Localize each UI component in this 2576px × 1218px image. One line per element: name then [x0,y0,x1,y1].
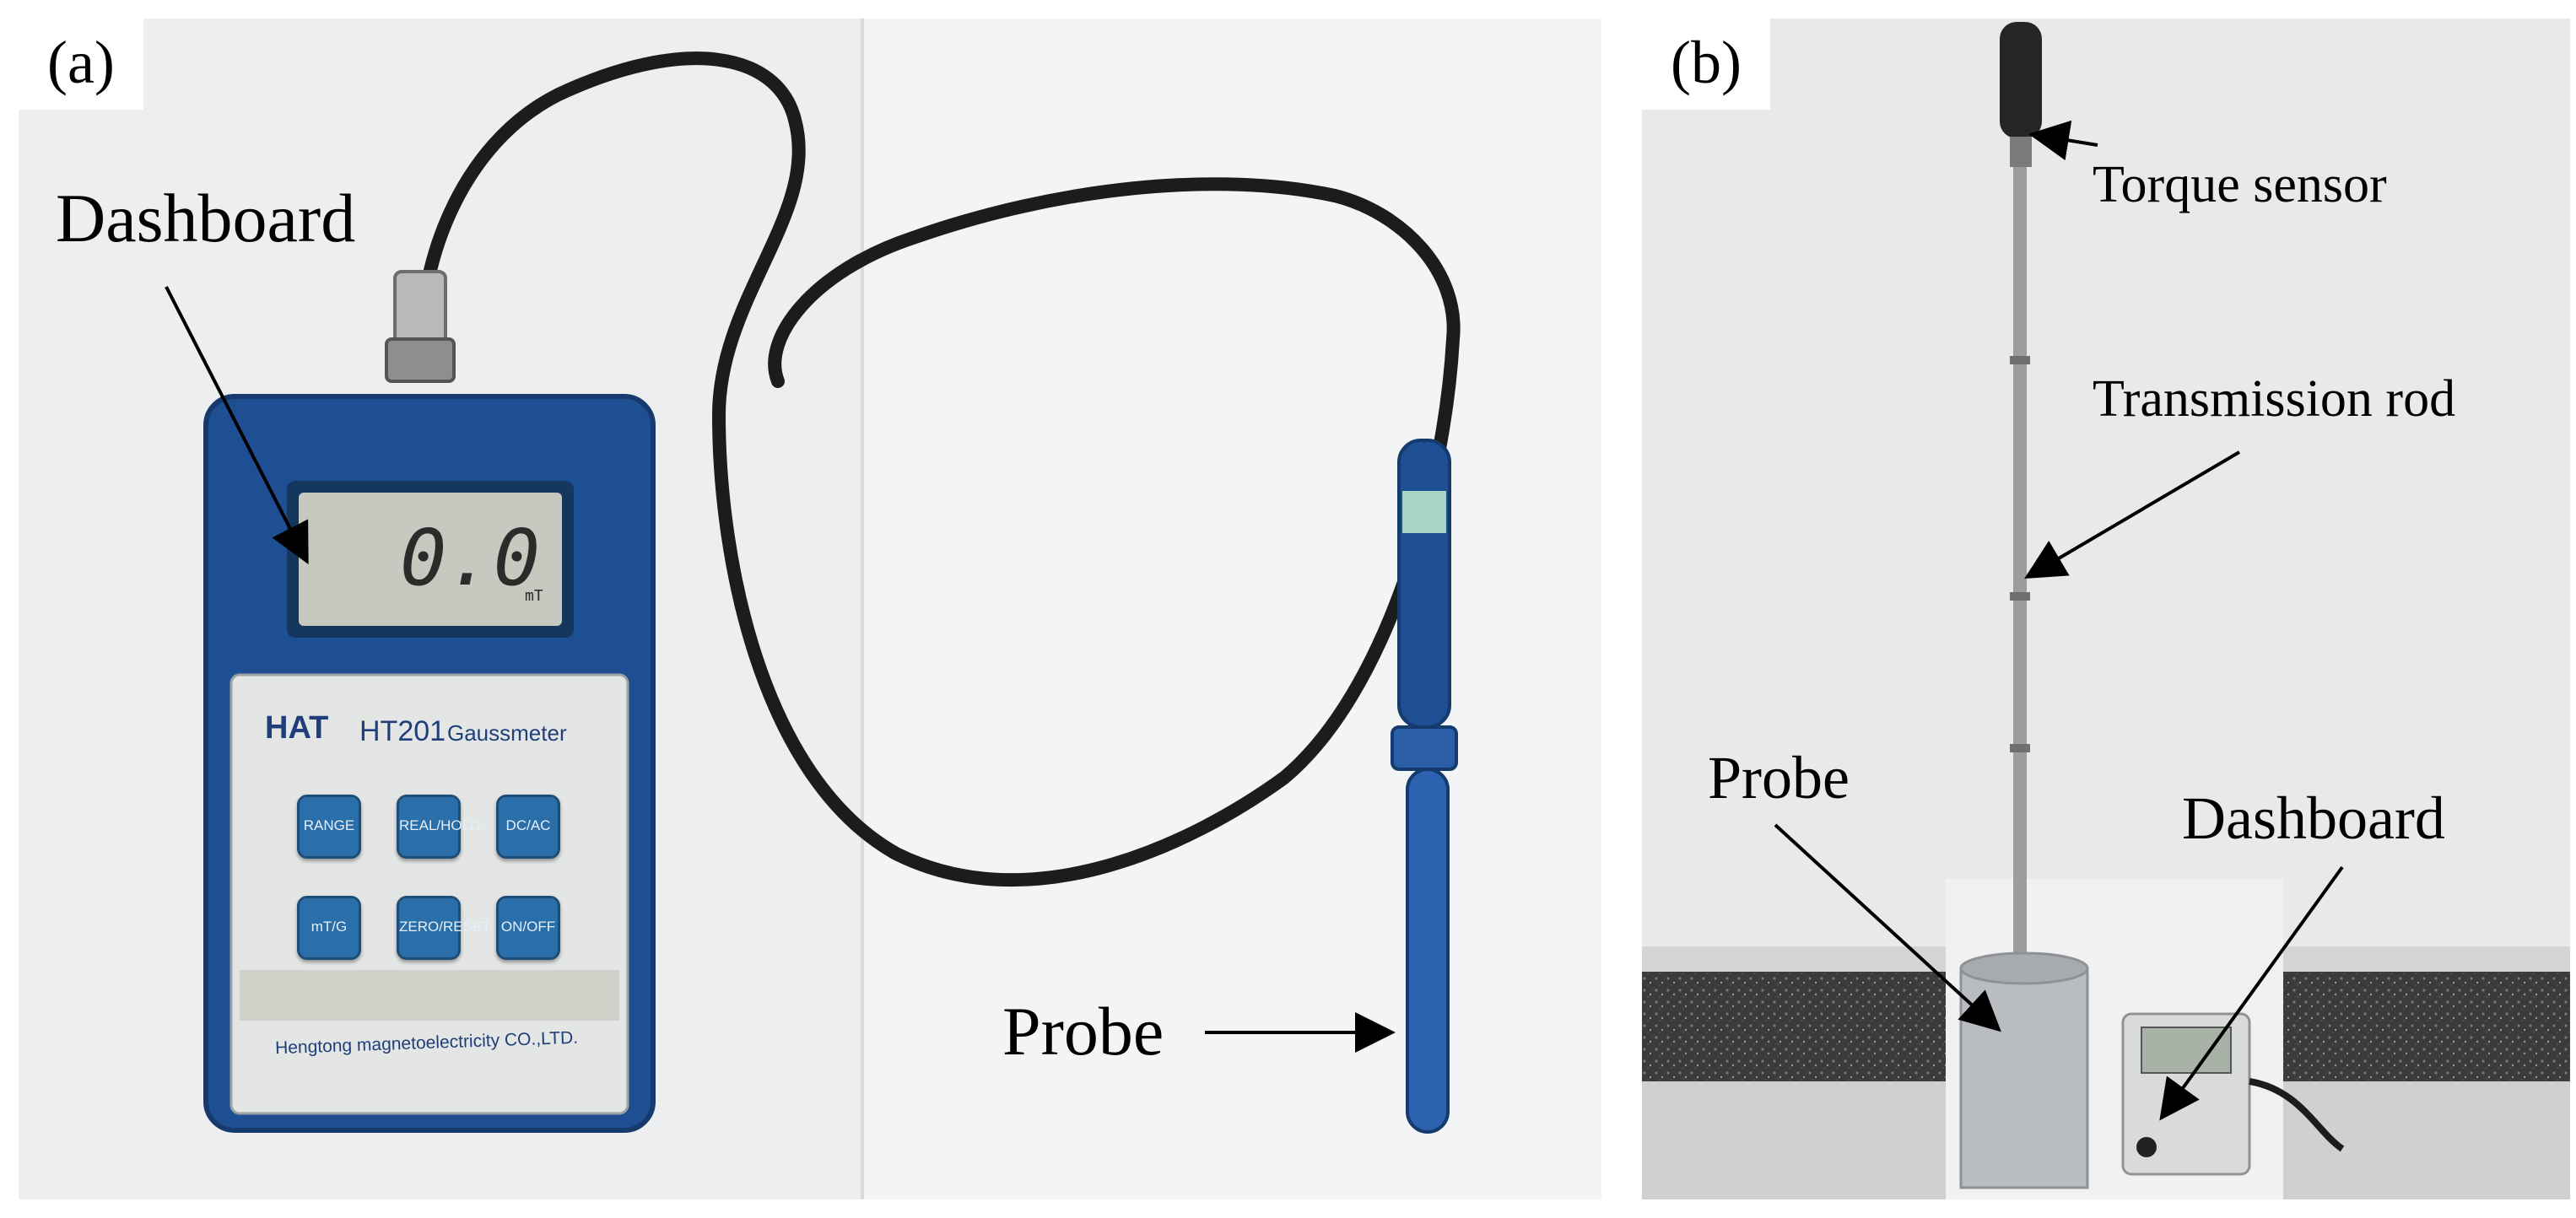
model-label: HT201 [359,715,446,747]
panel-a: 0.0 mT HAT HT201 Gaussmeter RANGE REAL/H… [19,19,1601,1199]
torque-sensor-label: Torque sensor [2093,156,2387,213]
panel-b-tag: (b) [1642,19,1770,110]
dashboard-label-b: Dashboard [2182,784,2445,852]
probe-arrow-b [1774,823,2001,1032]
panel-a-photo [19,19,1601,1199]
brand-logo: HAT [265,710,329,746]
transmission-rod [2013,167,2027,1044]
device-name: Gaussmeter [447,720,567,746]
cable-connector [393,270,447,349]
range-key: RANGE [297,795,361,859]
power-key: ON/OFF [496,896,560,960]
probe-label-b: Probe [1708,744,1850,811]
dashboard-label: Dashboard [56,180,356,256]
torque-sensor-arrow [2028,120,2098,161]
panel-b: (b) Torque sensor Transmission rod Probe… [1642,19,2570,1199]
dashboard-arrow [165,286,309,565]
lcd-unit: mT [525,587,543,605]
dc-ac-key: DC/AC [496,795,560,859]
sample-cylinder [1959,967,2089,1189]
zero-key: ZERO/RESET [397,896,491,960]
transmission-rod-arrow [2024,450,2241,579]
unit-key: mT/G [297,896,361,960]
lcd-reading: 0.0 [400,513,541,603]
probe-tip [1397,439,1451,729]
transmission-rod-label: Transmission rod [2093,370,2456,428]
panel-a-tag: (a) [19,19,143,110]
torque-sensor [2000,22,2042,138]
dashboard-arrow-b [2159,865,2344,1121]
panel-b-photo [1642,19,2570,1199]
hold-key: REAL/HOLD [397,795,480,859]
lcd-screen [299,493,562,626]
probe-label: Probe [1002,993,1164,1070]
cable [414,51,1461,887]
